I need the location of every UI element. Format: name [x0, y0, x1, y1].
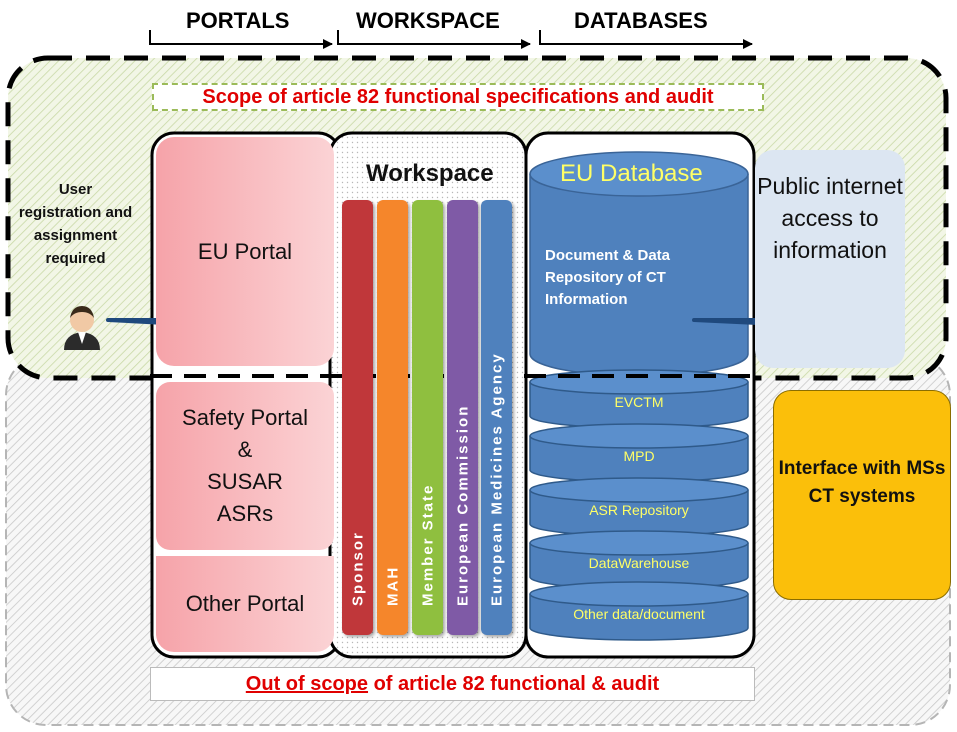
eu-database-description: Document & Data Repository of CT Informa…	[545, 247, 671, 308]
workspace-bar-mah: MAH	[377, 200, 408, 635]
database-stack-label: ASR Repository	[589, 502, 689, 518]
databases-arrow	[539, 30, 753, 49]
eu-database-cylinder	[529, 151, 749, 377]
header-arrows	[149, 30, 753, 49]
workspace-bar-label: European Medicines Agency	[488, 352, 505, 606]
in-scope-label: Scope of article 82 functional specifica…	[152, 83, 764, 111]
other-portal-label: Other Portal	[185, 591, 305, 616]
database-stack-label: Other data/document	[573, 606, 705, 622]
out-of-scope-underlined: Out of scope	[245, 673, 369, 695]
safety-portal-line-2: &	[237, 437, 253, 462]
database-stack-label: MPD	[623, 448, 655, 464]
workspace-bar-european-commission: European Commission	[447, 200, 478, 635]
portals-header: PORTALS	[186, 8, 290, 33]
safety-portal-box: Safety Portal & SUSAR ASRs	[156, 382, 334, 550]
other-portal-box: Other Portal	[156, 556, 334, 652]
database-stack	[529, 369, 749, 641]
user-registration-text: User registration and assignment require…	[18, 181, 133, 267]
safety-portal-line-1: Safety Portal	[182, 405, 308, 430]
public-access-box: Public internet access to information	[755, 150, 905, 368]
interface-box: Interface with MSs CT systems	[773, 390, 951, 600]
database-stack-disk	[529, 530, 749, 590]
eu-database-title: EU Database	[560, 160, 703, 187]
database-stack-disk	[529, 369, 749, 429]
database-stack-label: EVCTM	[614, 394, 664, 410]
out-of-scope-label: Out of scope of article 82 functional & …	[150, 667, 755, 701]
public-access-text: Public internet access to information	[757, 173, 903, 263]
eu-portal-box: EU Portal	[156, 137, 334, 366]
workspace-bar-label: MAH	[384, 565, 401, 606]
workspace-title: Workspace	[366, 160, 494, 187]
databases-header: DATABASES	[574, 8, 708, 33]
eu-portal-label: EU Portal	[197, 238, 293, 264]
workspace-bar-label: Member State	[419, 483, 436, 606]
database-stack-label: DataWarehouse	[588, 555, 690, 571]
safety-portal-line-3: SUSAR	[207, 469, 283, 494]
workspace-arrow	[337, 30, 531, 49]
workspace-bar-european-medicines-agency: European Medicines Agency	[481, 200, 512, 635]
interface-text: Interface with MSs CT systems	[778, 458, 946, 507]
out-of-scope-rest: of article 82 functional & audit	[368, 673, 660, 695]
user-icon	[64, 306, 100, 350]
workspace-bar-member-state: Member State	[412, 200, 443, 635]
workspace-bar-sponsor: Sponsor	[342, 200, 373, 635]
workspace-header: WORKSPACE	[356, 8, 500, 33]
portals-arrow	[149, 30, 333, 49]
database-stack-disk	[529, 581, 749, 641]
safety-portal-line-4: ASRs	[216, 501, 274, 526]
workspace-bar-label: European Commission	[454, 404, 471, 606]
workspace-bar-label: Sponsor	[349, 531, 366, 606]
database-stack-disk	[529, 477, 749, 537]
